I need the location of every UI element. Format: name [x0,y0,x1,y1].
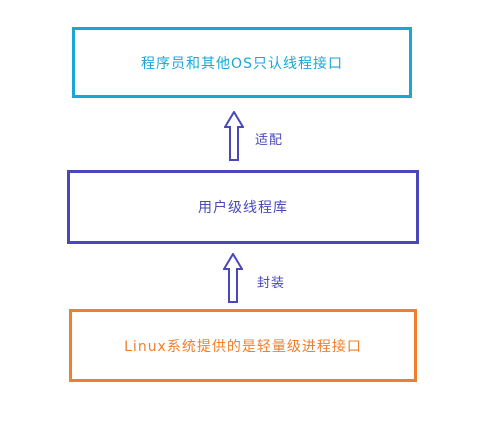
box-user-thread-library: 用户级线程库 [67,170,419,244]
box-linux-lwp-interface: Linux系统提供的是轻量级进程接口 [69,309,417,382]
box-linux-lwp-interface-label: Linux系统提供的是轻量级进程接口 [124,338,362,355]
connector-label-wrap: 封装 [257,276,286,291]
arrow-up-icon [224,111,244,161]
arrow-up-icon [223,253,243,303]
box-user-thread-library-label: 用户级线程库 [198,200,288,216]
box-thread-interface: 程序员和其他OS只认线程接口 [72,27,412,98]
box-thread-interface-label: 程序员和其他OS只认线程接口 [141,55,343,72]
connector-label-adapt: 适配 [255,133,284,148]
